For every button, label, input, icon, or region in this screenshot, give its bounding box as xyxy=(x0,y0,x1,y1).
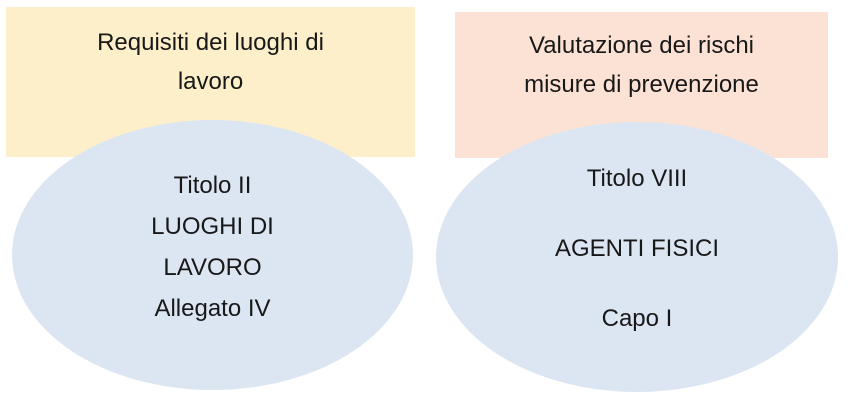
left-ellipse-line-3: LAVORO xyxy=(163,254,262,281)
right-header-line-2: misure di prevenzione xyxy=(524,71,759,98)
left-ellipse-shape: Titolo II LUOGHI DI LAVORO Allegato IV xyxy=(12,120,413,390)
right-ellipse-line-2: AGENTI FISICI xyxy=(554,235,719,262)
right-ellipse-shape: Titolo VIII AGENTI FISICI Capo I xyxy=(436,122,838,392)
left-header-line-2: lavoro xyxy=(177,68,244,95)
right-ellipse-line-3: Capo I xyxy=(601,305,673,332)
right-header-band: Valutazione dei rischi misure di prevenz… xyxy=(455,12,828,158)
right-ellipse-line-1: Titolo VIII xyxy=(586,165,688,192)
left-ellipse-line-1: Titolo II xyxy=(173,172,252,199)
right-header-line-1: Valutazione dei rischi xyxy=(528,32,754,59)
right-ellipse-text-block: Titolo VIII AGENTI FISICI Capo I xyxy=(555,144,719,354)
left-ellipse-line-2: LUOGHI DI xyxy=(151,213,274,240)
left-header-line-1: Requisiti dei luoghi di xyxy=(97,29,324,56)
left-ellipse-line-4: Allegato IV xyxy=(154,295,271,322)
left-ellipse-text-block: Titolo II LUOGHI DI LAVORO Allegato IV xyxy=(151,165,274,329)
